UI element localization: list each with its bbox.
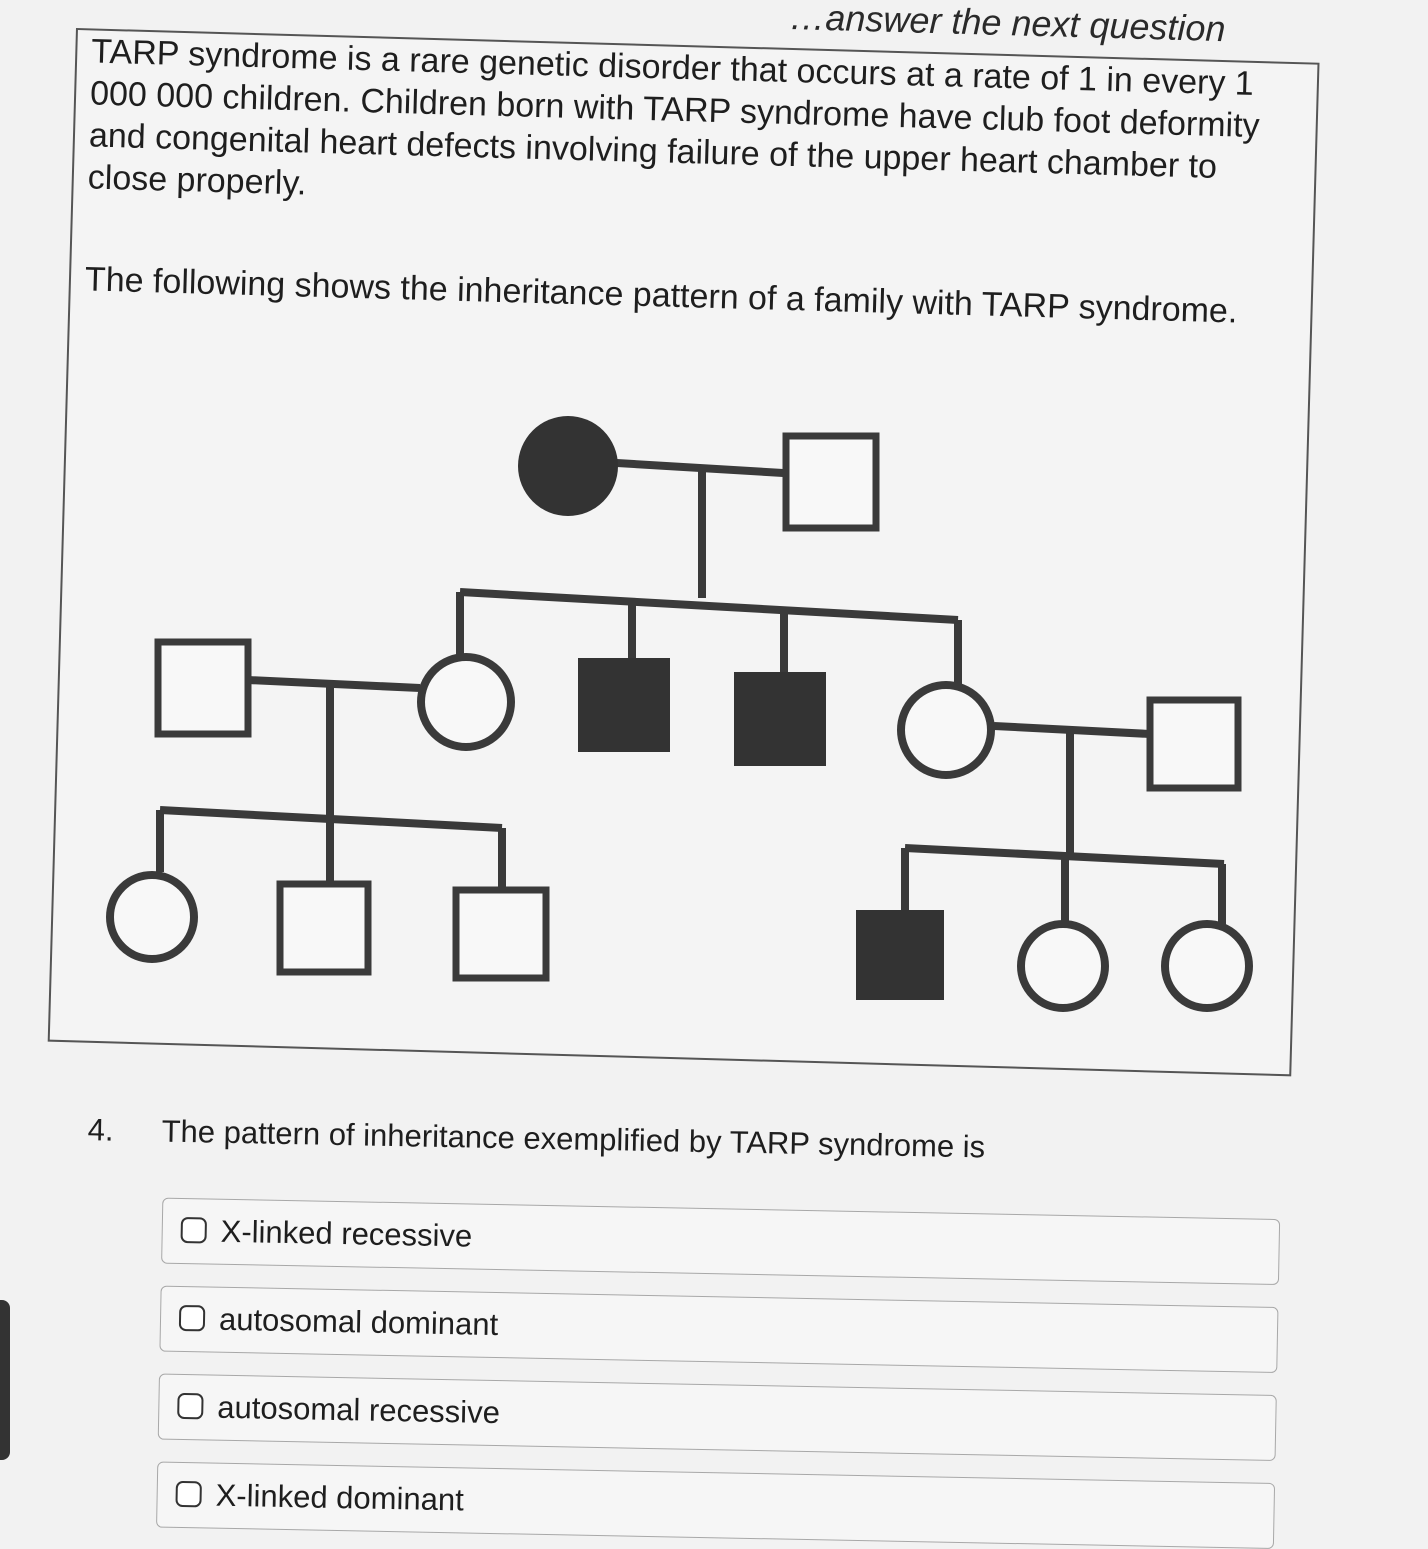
- radio-button[interactable]: [180, 1216, 207, 1244]
- screen-edge-tab: [0, 1300, 10, 1460]
- gen2-spouse-male-left: [154, 638, 252, 738]
- option-label: autosomal recessive: [217, 1389, 501, 1431]
- gen1-unaffected-male: [782, 432, 880, 532]
- option-label: X-linked recessive: [220, 1213, 473, 1254]
- gen2-affected-male-2: [734, 672, 826, 766]
- radio-button[interactable]: [175, 1480, 202, 1508]
- question-number: 4.: [87, 1112, 114, 1148]
- gen2-spouse-male-right: [1146, 696, 1242, 792]
- option-label: X-linked dominant: [215, 1477, 465, 1518]
- gen2-unaffected-female-2: [897, 681, 995, 779]
- radio-button[interactable]: [178, 1304, 206, 1332]
- gen3-right-female-2: [1161, 920, 1253, 1012]
- gen3-right-affected-male: [856, 910, 944, 1000]
- gen3-left-male-2: [452, 886, 550, 982]
- gen3-left-female: [106, 871, 198, 963]
- radio-button[interactable]: [177, 1392, 204, 1420]
- gen3-left-male-1: [276, 880, 372, 976]
- gen3-right-female-1: [1017, 920, 1109, 1012]
- sibship-line-gen2: [459, 588, 959, 624]
- gen2-unaffected-female-1: [417, 653, 515, 751]
- gen1-affected-female: [518, 416, 618, 516]
- option-label: autosomal dominant: [218, 1301, 499, 1343]
- gen2-affected-male-1: [578, 658, 670, 752]
